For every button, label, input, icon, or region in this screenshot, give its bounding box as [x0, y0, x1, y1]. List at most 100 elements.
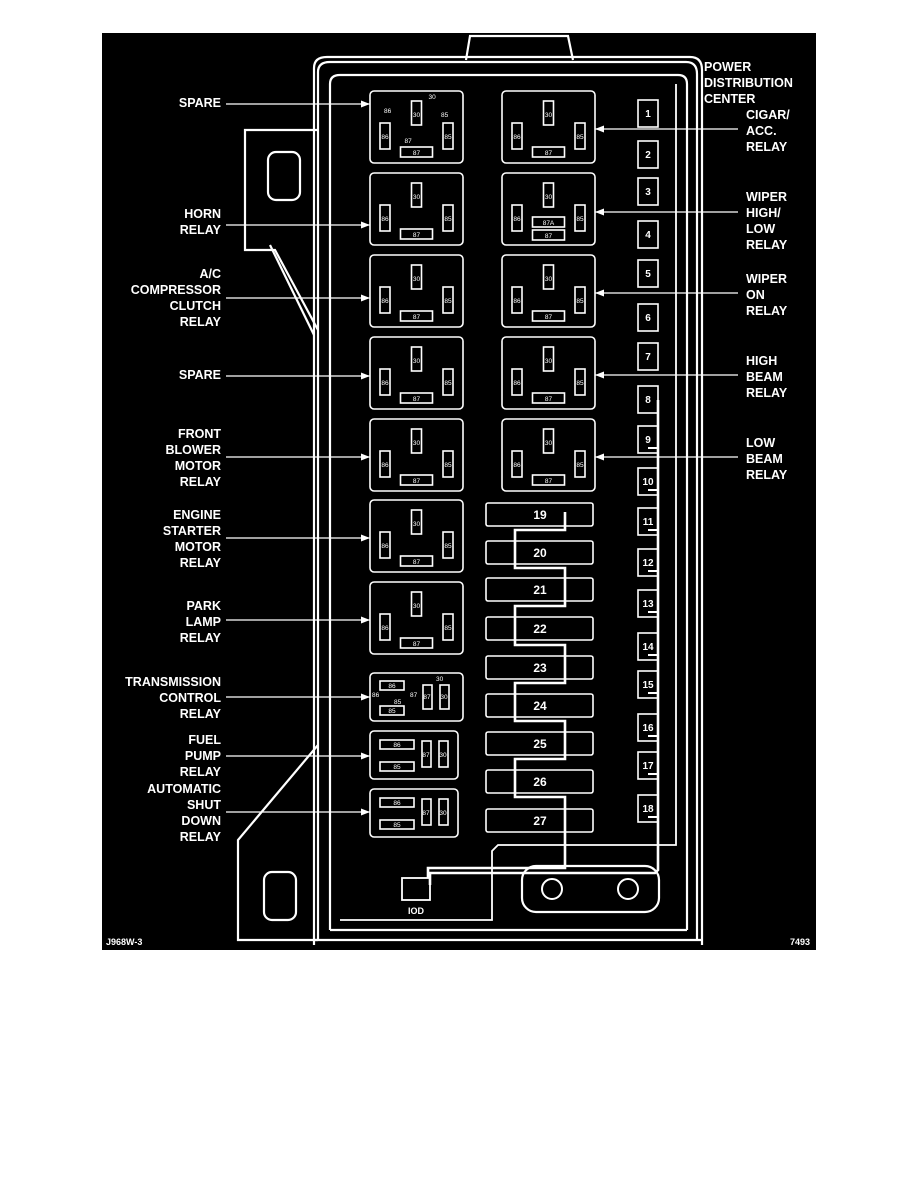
terminal-30	[438, 798, 449, 826]
pin-87-label: 87	[413, 641, 421, 648]
left-callout-4-line-1: SPARE	[179, 368, 221, 382]
pin-87-label: 87	[545, 314, 553, 321]
pin-87a-label: 87A	[543, 220, 555, 227]
terminal-85	[442, 122, 454, 150]
pin-85-label: 85	[444, 134, 452, 141]
terminal-30	[438, 740, 449, 768]
pin-85-label: 85	[576, 462, 584, 469]
terminal-87	[399, 228, 434, 240]
mini-fuse-label-6: 6	[645, 313, 651, 324]
pin-87-label: 87	[545, 233, 553, 240]
pin-86-label: 86	[513, 298, 521, 305]
terminal-85	[442, 531, 454, 559]
left-callout-7-line-3: RELAY	[180, 631, 222, 645]
left-callout-3-arrow-arrowhead	[361, 294, 370, 302]
right-callout-5-line-2: BEAM	[746, 452, 783, 466]
mini-fuse-label-5: 5	[645, 269, 651, 280]
pin-30-label: 30	[413, 440, 421, 447]
terminal-87	[531, 229, 566, 241]
mini-fuse-label-10: 10	[642, 477, 654, 488]
left-callout-2-line-2: RELAY	[180, 223, 222, 237]
pin-85-label: 85	[444, 298, 452, 305]
mini-fuse-6	[637, 303, 659, 332]
lower-mount-hole	[262, 870, 298, 922]
figure-id-left: J968W-3	[106, 937, 142, 947]
mini-fuse-2	[637, 140, 659, 169]
pin-30-label: 30	[545, 276, 553, 283]
mini-fuse-label-15: 15	[642, 680, 654, 691]
terminal-87a	[531, 216, 566, 228]
left-callout-9-line-3: RELAY	[180, 765, 222, 779]
right-callout-1-line-1: CIGAR/	[746, 108, 790, 122]
pin-87-label: 87	[413, 478, 421, 485]
maxi-fuse-24	[485, 693, 594, 718]
right-callout-2-arrow-arrowhead	[595, 208, 604, 216]
pin-87-outer-label: 87	[405, 138, 413, 145]
terminal-86	[511, 286, 523, 314]
terminal-87	[531, 146, 566, 158]
pin-85-label: 85	[576, 380, 584, 387]
relay-body	[369, 788, 459, 838]
pin-30-outer-label: 30	[429, 94, 437, 101]
left-callout-8-line-2: CONTROL	[159, 691, 221, 705]
left-callout-1: SPARE	[179, 96, 370, 110]
terminal-86	[379, 368, 391, 396]
left-callout-1-arrow-arrowhead	[361, 100, 370, 108]
left-callout-5-arrow-arrowhead	[361, 453, 370, 461]
pin-30-label: 30	[413, 603, 421, 610]
left-callout-6-line-4: RELAY	[180, 556, 222, 570]
mini-fuse-label-2: 2	[645, 150, 651, 161]
terminal-85	[574, 286, 586, 314]
left-callout-5-line-1: FRONT	[178, 427, 221, 441]
terminal-87	[399, 310, 434, 322]
terminal-87	[399, 555, 434, 567]
pin-87-label: 87	[545, 396, 553, 403]
upper-mount-hole	[266, 150, 302, 202]
mini-fuse-label-3: 3	[645, 187, 651, 198]
terminal-86	[511, 122, 523, 150]
terminal-86	[379, 204, 391, 232]
pin-85-outer-label: 85	[441, 112, 449, 119]
terminal-30	[410, 591, 423, 617]
terminal-30	[410, 100, 423, 126]
pin-87-label: 87	[413, 232, 421, 239]
mini-fuse-4	[637, 220, 659, 249]
right-callout-4-line-2: BEAM	[746, 370, 783, 384]
relay-body	[369, 499, 464, 573]
terminal-87	[421, 740, 432, 768]
mini-fuse-label-11: 11	[643, 517, 654, 528]
bolt-hole-right	[617, 878, 639, 900]
left-callout-3-line-2: COMPRESSOR	[131, 283, 221, 297]
right-callout-5-arrow-arrowhead	[595, 453, 604, 461]
pin-86-label: 86	[381, 134, 389, 141]
right-callout-2-line-4: RELAY	[746, 238, 788, 252]
mini-fuse-label-8: 8	[645, 395, 651, 406]
terminal-87	[422, 684, 433, 710]
pin-87-label: 87	[422, 810, 430, 817]
pin-30-label: 30	[439, 810, 447, 817]
left-callout-6-line-1: ENGINE	[173, 508, 221, 522]
maxi-fuse-21	[485, 577, 594, 602]
pin-87-label: 87	[413, 150, 421, 157]
terminal-86	[511, 204, 523, 232]
mini-fuse-feed-trace	[428, 400, 660, 885]
bolt-hole-left	[541, 878, 563, 900]
left-callout-8-line-1: TRANSMISSION	[125, 675, 221, 689]
terminal-87	[531, 474, 566, 486]
terminal-85	[574, 204, 586, 232]
right-callout-4-arrow-arrowhead	[595, 371, 604, 379]
pin-30-label: 30	[545, 194, 553, 201]
left-callout-6-arrow-arrowhead	[361, 534, 370, 542]
left-callout-2-arrow-arrowhead	[361, 221, 370, 229]
